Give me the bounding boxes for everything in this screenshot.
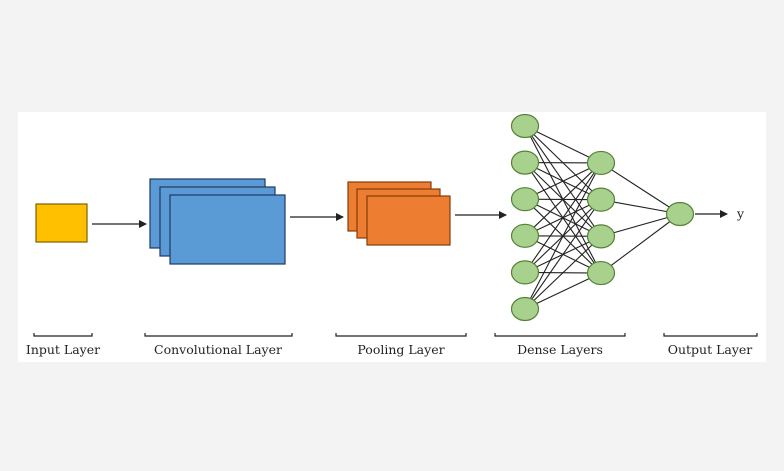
dense1-neuron-6: [510, 296, 540, 322]
bracket-output: [663, 333, 758, 337]
label-dense-layers: Dense Layers: [517, 342, 603, 357]
label-output-layer: Output Layer: [668, 342, 753, 357]
layer-brackets: [33, 333, 758, 337]
dense1-dense2-edge-0-0: [524, 125, 602, 164]
bracket-pool: [335, 333, 467, 337]
dense1-dense2-edge-3-0: [524, 162, 602, 237]
dense1-neuron-2: [510, 150, 540, 175]
bracket-conv: [144, 333, 293, 337]
dense2-output-edge-3-0: [600, 213, 681, 274]
dense1-dense2-edge-5-0: [524, 162, 602, 310]
label-convolutional-layer: Convolutional Layer: [154, 342, 282, 357]
dense1-neuron-3: [510, 187, 540, 212]
dense1-dense2-edge-5-1: [524, 199, 602, 310]
input-layer-block: [35, 203, 88, 243]
label-input-layer: Input Layer: [26, 342, 100, 357]
dense2-neuron-3: [586, 224, 616, 249]
dense1-dense2-edge-2-0: [524, 162, 602, 200]
dense1-neuron-5: [510, 260, 540, 285]
dense-connections: [524, 125, 681, 310]
dense1-dense2-edge-5-2: [524, 235, 602, 310]
dense2-output-edge-0-0: [600, 162, 681, 215]
output-neuron-1: [665, 201, 695, 227]
output-symbol: y: [736, 206, 745, 221]
dense-neurons: [510, 113, 695, 322]
dense1-dense2-edge-5-3: [524, 272, 602, 310]
dense1-dense2-edge-4-0: [524, 162, 602, 273]
dense2-neuron-4: [586, 260, 616, 286]
bracket-input: [33, 333, 93, 337]
dense1-neuron-4: [510, 223, 540, 248]
pool-feature-map-3: [366, 195, 451, 246]
bracket-dense: [494, 333, 626, 337]
dense2-neuron-1: [586, 150, 616, 176]
label-pooling-layer: Pooling Layer: [357, 342, 444, 357]
dense2-neuron-2: [586, 187, 616, 212]
dense1-neuron-1: [510, 113, 540, 139]
conv-feature-map-3: [169, 194, 286, 265]
